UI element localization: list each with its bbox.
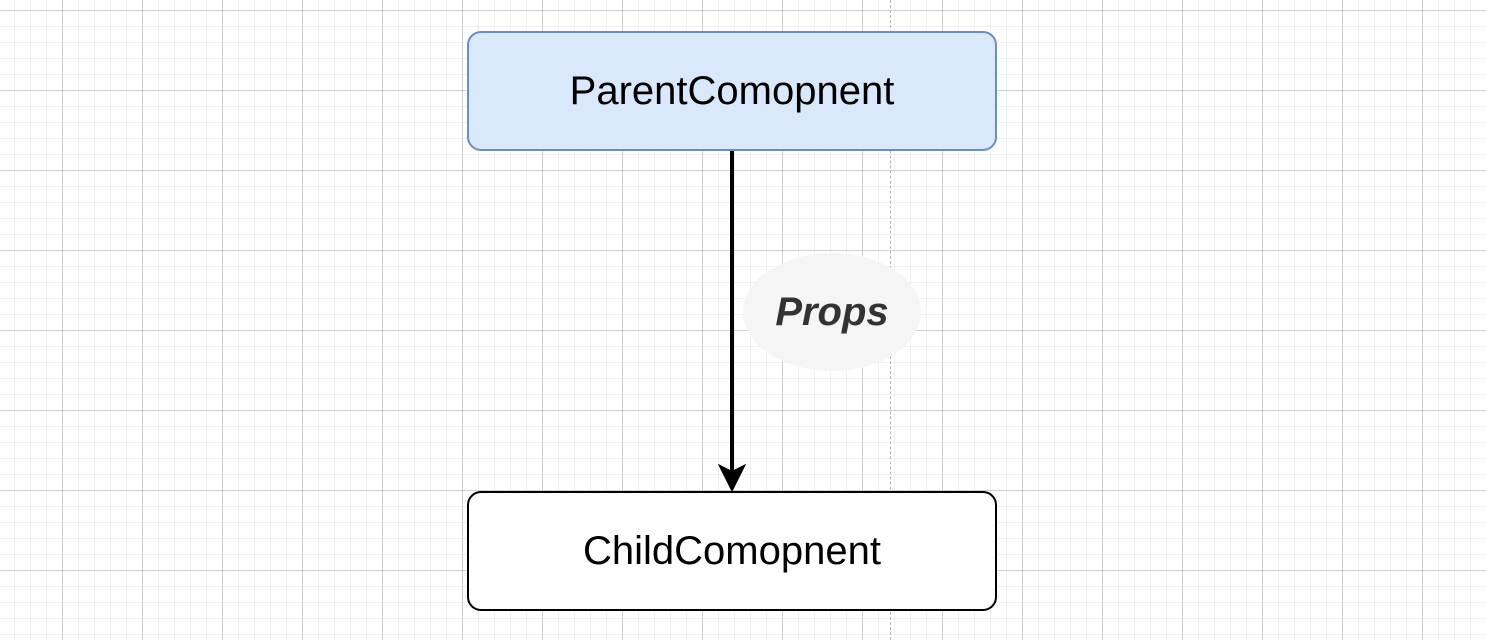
parent-component-label: ParentComopnent xyxy=(569,68,895,113)
props-edge-label[interactable]: Props xyxy=(743,253,921,371)
child-component-label: ChildComopnent xyxy=(583,528,881,573)
parent-component-node[interactable]: ParentComopnent xyxy=(467,31,997,151)
child-component-node[interactable]: ChildComopnent xyxy=(467,491,997,611)
arrowhead-icon xyxy=(717,463,747,493)
props-label-text: Props xyxy=(775,289,889,334)
